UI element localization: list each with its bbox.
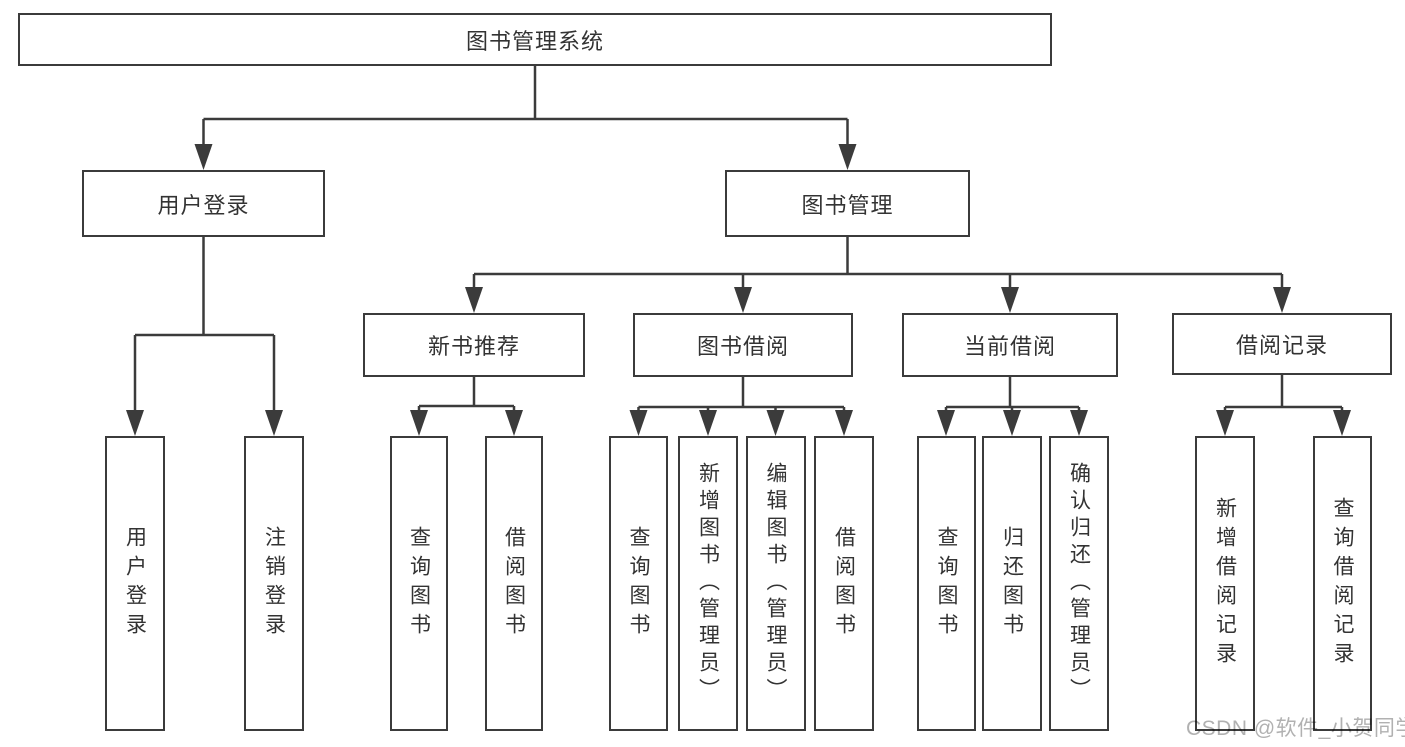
- leaf-logout: 注销登录: [244, 436, 304, 731]
- node-current-borrow: 当前借阅: [902, 313, 1118, 377]
- node-new-book-recommend: 新书推荐: [363, 313, 585, 377]
- leaf-borrow-borrow-books: 借阅图书: [814, 436, 874, 731]
- node-borrow-records: 借阅记录: [1172, 313, 1392, 375]
- leaf-recommend-query-books: 查询图书: [390, 436, 448, 731]
- leaf-records-query-record: 查询借阅记录: [1313, 436, 1372, 731]
- leaf-records-add-record: 新增借阅记录: [1195, 436, 1255, 731]
- node-user-login: 用户登录: [82, 170, 325, 237]
- leaf-borrow-edit-books-admin: 编辑图书（管理员）: [745, 436, 806, 731]
- leaf-current-query-books: 查询图书: [917, 436, 976, 731]
- node-book-management: 图书管理: [725, 170, 970, 237]
- leaf-current-confirm-return-admin: 确认归还（管理员）: [1049, 436, 1109, 731]
- leaf-recommend-borrow-books: 借阅图书: [485, 436, 543, 731]
- leaf-borrow-query-books: 查询图书: [609, 436, 668, 731]
- leaf-borrow-add-books-admin: 新增图书（管理员）: [678, 436, 738, 731]
- leaf-user-login: 用户登录: [105, 436, 165, 731]
- csdn-watermark: CSDN @软件_小贺同学: [1186, 717, 1405, 740]
- node-library-management-system: 图书管理系统: [18, 13, 1052, 66]
- leaf-current-return-books: 归还图书: [982, 436, 1042, 731]
- node-book-borrow: 图书借阅: [633, 313, 853, 377]
